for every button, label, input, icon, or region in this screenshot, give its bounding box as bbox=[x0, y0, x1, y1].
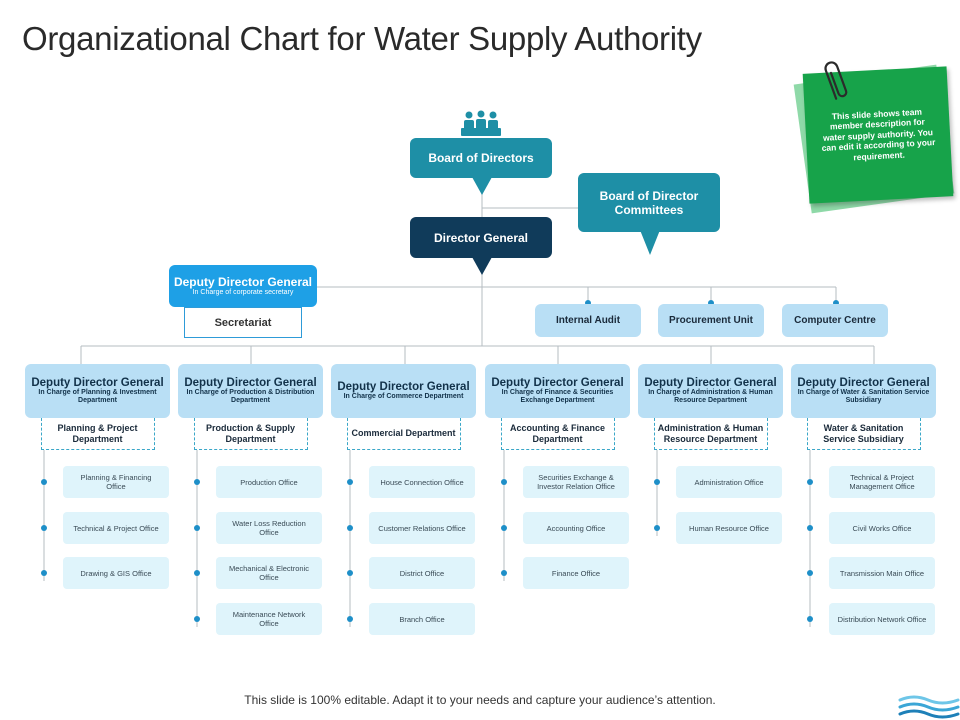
ddg-corporate-sub: In Charge of corporate secretary bbox=[192, 289, 294, 296]
office-box[interactable]: Drawing & GIS Office bbox=[63, 557, 169, 589]
ddg-department-title: Deputy Director General bbox=[337, 381, 470, 393]
office-connector-dot bbox=[807, 479, 813, 485]
department-name-box[interactable]: Production & Supply Department bbox=[193, 418, 308, 450]
office-box[interactable]: Distribution Network Office bbox=[829, 603, 935, 635]
office-connector-dot bbox=[654, 525, 660, 531]
office-connector-dot bbox=[194, 479, 200, 485]
office-connector-dot bbox=[194, 616, 200, 622]
office-box[interactable]: District Office bbox=[369, 557, 475, 589]
office-connector-dot bbox=[41, 479, 47, 485]
office-box[interactable]: Civil Works Office bbox=[829, 512, 935, 544]
paperclip-icon bbox=[824, 61, 848, 100]
department-name-box[interactable]: Planning & Project Department bbox=[40, 418, 155, 450]
office-box[interactable]: Customer Relations Office bbox=[369, 512, 475, 544]
page-title: Organizational Chart for Water Supply Au… bbox=[22, 20, 702, 57]
department-name-box[interactable]: Commercial Department bbox=[346, 418, 461, 450]
office-connector-dot bbox=[501, 479, 507, 485]
ddg-corporate-title: Deputy Director General bbox=[173, 275, 313, 289]
department-name-box[interactable]: Administration & Human Resource Departme… bbox=[653, 418, 768, 450]
ddg-department-sub: In Charge of Water & Sanitation Service … bbox=[797, 389, 930, 404]
office-connector-dot bbox=[807, 616, 813, 622]
office-box[interactable]: Mechanical & Electronic Office bbox=[216, 557, 322, 589]
office-connector-dot bbox=[41, 570, 47, 576]
ddg-department-sub: In Charge of Planning & Investment Depar… bbox=[38, 389, 157, 404]
procurement-unit-box[interactable]: Procurement Unit bbox=[658, 304, 764, 337]
office-connector-dot bbox=[807, 525, 813, 531]
ddg-corporate-box[interactable]: Deputy Director General In Charge of cor… bbox=[169, 265, 317, 307]
office-connector-dot bbox=[654, 479, 660, 485]
ddg-department-sub: In Charge of Finance & Securities Exchan… bbox=[501, 389, 614, 404]
water-waves-icon bbox=[898, 695, 960, 719]
office-connector-dot bbox=[347, 570, 353, 576]
office-connector-dot bbox=[347, 479, 353, 485]
office-connector-dot bbox=[347, 616, 353, 622]
office-box[interactable]: Administration Office bbox=[676, 466, 782, 498]
ddg-department-title: Deputy Director General bbox=[31, 377, 164, 389]
office-box[interactable]: Planning & Financing Office bbox=[63, 466, 169, 498]
secretariat-box[interactable]: Secretariat bbox=[184, 307, 302, 338]
director-general-box[interactable]: Director General bbox=[410, 217, 552, 258]
ddg-department-title: Deputy Director General bbox=[184, 377, 317, 389]
office-box[interactable]: Transmission Main Office bbox=[829, 557, 935, 589]
board-of-directors-box[interactable]: Board of Directors bbox=[410, 138, 552, 178]
office-box[interactable]: Finance Office bbox=[523, 557, 629, 589]
office-box[interactable]: Technical & Project Management Office bbox=[829, 466, 935, 498]
department-name-box[interactable]: Accounting & Finance Department bbox=[500, 418, 615, 450]
office-connector-dot bbox=[807, 570, 813, 576]
office-box[interactable]: Branch Office bbox=[369, 603, 475, 635]
office-connector-dot bbox=[194, 525, 200, 531]
office-box[interactable]: Technical & Project Office bbox=[63, 512, 169, 544]
office-box[interactable]: House Connection Office bbox=[369, 466, 475, 498]
footer-text: This slide is 100% editable. Adapt it to… bbox=[244, 693, 716, 707]
office-connector-dot bbox=[194, 570, 200, 576]
office-box[interactable]: Production Office bbox=[216, 466, 322, 498]
office-box[interactable]: Human Resource Office bbox=[676, 512, 782, 544]
ddg-department-title: Deputy Director General bbox=[644, 377, 777, 389]
office-box[interactable]: Securities Exchange & Investor Relation … bbox=[523, 466, 629, 498]
computer-centre-box[interactable]: Computer Centre bbox=[782, 304, 888, 337]
office-connector-dot bbox=[41, 525, 47, 531]
office-box[interactable]: Water Loss Reduction Office bbox=[216, 512, 322, 544]
department-name-box[interactable]: Water & Sanitation Service Subsidiary bbox=[806, 418, 921, 450]
people-group-icon bbox=[461, 110, 501, 136]
office-connector-dot bbox=[501, 525, 507, 531]
office-connector-dot bbox=[347, 525, 353, 531]
ddg-department-sub: In Charge of Production & Distribution D… bbox=[186, 389, 315, 404]
office-connector-dot bbox=[501, 570, 507, 576]
board-committees-box[interactable]: Board of Director Committees bbox=[578, 173, 720, 232]
ddg-department-title: Deputy Director General bbox=[797, 377, 930, 389]
office-box[interactable]: Accounting Office bbox=[523, 512, 629, 544]
ddg-department-title: Deputy Director General bbox=[491, 377, 624, 389]
office-box[interactable]: Maintenance Network Office bbox=[216, 603, 322, 635]
ddg-department-sub: In Charge of Commerce Department bbox=[343, 393, 464, 400]
internal-audit-box[interactable]: Internal Audit bbox=[535, 304, 641, 337]
ddg-department-sub: In Charge of Administration & Human Reso… bbox=[648, 389, 773, 404]
